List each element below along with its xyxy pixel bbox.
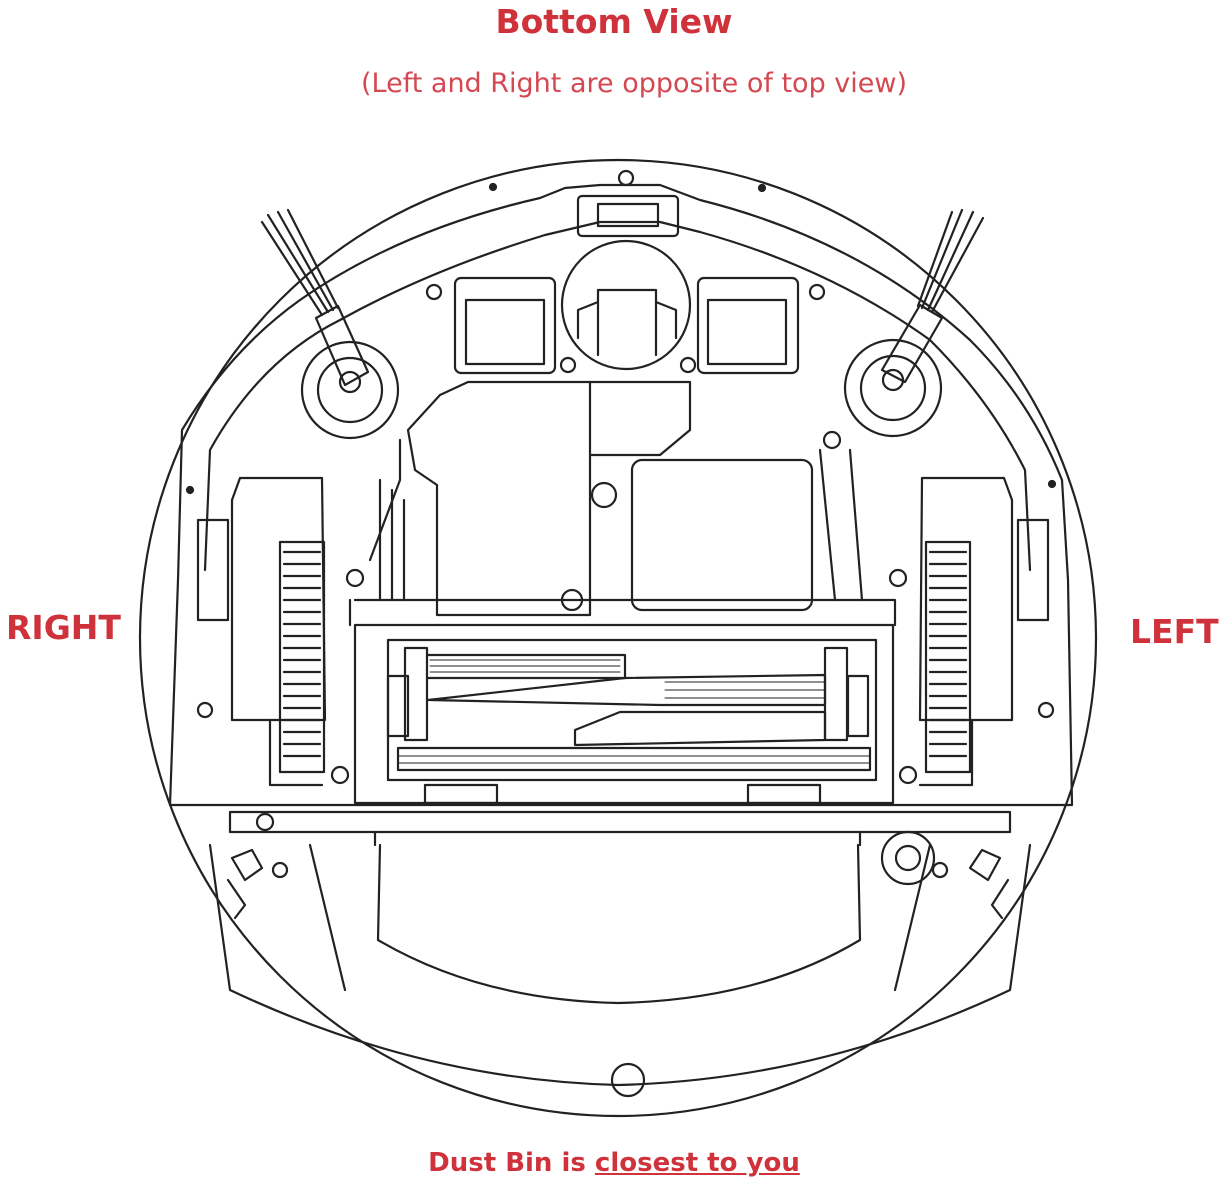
- dust-bin-rim: [230, 812, 1010, 832]
- screw: [890, 570, 906, 586]
- side-brush-right-side-of-image: [845, 210, 983, 436]
- cliff-sensor-left-window: [708, 300, 786, 364]
- main-brush-frame-top: [350, 600, 895, 625]
- screw: [592, 483, 616, 507]
- brush-bristles: [428, 655, 625, 678]
- battery-compartment: [408, 382, 590, 615]
- chassis-dot: [1049, 481, 1055, 487]
- brush-bristle-lines: [430, 660, 620, 672]
- cliff-sensor-left: [698, 278, 798, 373]
- bin-edges: [375, 832, 860, 845]
- drive-wheel-left-side-label: [920, 478, 1048, 785]
- cover-edge: [590, 382, 690, 455]
- screw: [427, 285, 441, 299]
- caption-prefix: Dust Bin is: [428, 1148, 595, 1178]
- bin-edges: [310, 845, 930, 990]
- brush-bar-lines: [398, 756, 870, 763]
- cliff-sensor-right: [455, 278, 555, 373]
- chassis-inner-outline: [205, 222, 1030, 570]
- screw: [900, 767, 916, 783]
- chassis-dot: [490, 184, 496, 190]
- cable-guides: [380, 480, 404, 600]
- screw: [824, 432, 840, 448]
- front-bumper-clip: [578, 196, 678, 236]
- wire: [370, 440, 400, 560]
- cliff-sensor-right-window: [466, 300, 544, 364]
- screw: [347, 570, 363, 586]
- brush-end-bracket: [388, 676, 408, 736]
- screw: [561, 358, 575, 372]
- bin-latch: [232, 850, 262, 880]
- brush-bristle-lines: [665, 682, 825, 698]
- brush-clip: [425, 785, 497, 803]
- drive-wheel-right-side-label: [198, 478, 325, 785]
- screw: [681, 358, 695, 372]
- dust-bin-window: [378, 845, 860, 1003]
- caster-axle: [598, 302, 656, 355]
- charging-contact: [882, 832, 934, 884]
- side-brush-left-side-of-image: [262, 210, 398, 438]
- chassis-dot: [187, 487, 193, 493]
- bin-corner: [228, 880, 1008, 918]
- caption-emphasis: closest to you: [594, 1148, 800, 1178]
- diagram-title: Bottom View: [495, 2, 733, 41]
- diagram-subtitle: (Left and Right are opposite of top view…: [360, 68, 908, 99]
- screw: [1039, 703, 1053, 717]
- screw: [257, 814, 273, 830]
- screw: [810, 285, 824, 299]
- bin-release-button: [612, 1064, 644, 1096]
- brush-rubber-flap: [575, 712, 825, 745]
- screw: [273, 863, 287, 877]
- main-brush-frame: [355, 625, 893, 803]
- screw: [332, 767, 348, 783]
- caster-wheel: [578, 290, 676, 338]
- cover-panel: [632, 460, 812, 610]
- screw: [198, 703, 212, 717]
- front-bumper-clip-inner: [598, 204, 658, 226]
- cable-guides: [820, 450, 862, 600]
- dust-bin-caption: Dust Bin is closest to you: [0, 1148, 1228, 1178]
- front-screw: [619, 171, 633, 185]
- brush-end-bracket: [848, 676, 868, 736]
- chassis-outline: [170, 185, 1072, 805]
- outer-shell: [140, 160, 1096, 1116]
- charging-contact-inner: [896, 846, 920, 870]
- bin-latch: [970, 850, 1000, 880]
- caster-wheel-housing: [562, 241, 690, 369]
- dust-bin-body: [210, 845, 1030, 1085]
- side-label-right: RIGHT: [6, 608, 121, 647]
- side-label-left: LEFT: [1130, 612, 1219, 651]
- main-brush-cage: [388, 640, 876, 780]
- brush-clip: [748, 785, 820, 803]
- chassis-dot: [759, 185, 765, 191]
- brush-end-cap: [825, 648, 847, 740]
- brush-end-cap: [405, 648, 427, 740]
- screw: [933, 863, 947, 877]
- brush-bar: [398, 748, 870, 770]
